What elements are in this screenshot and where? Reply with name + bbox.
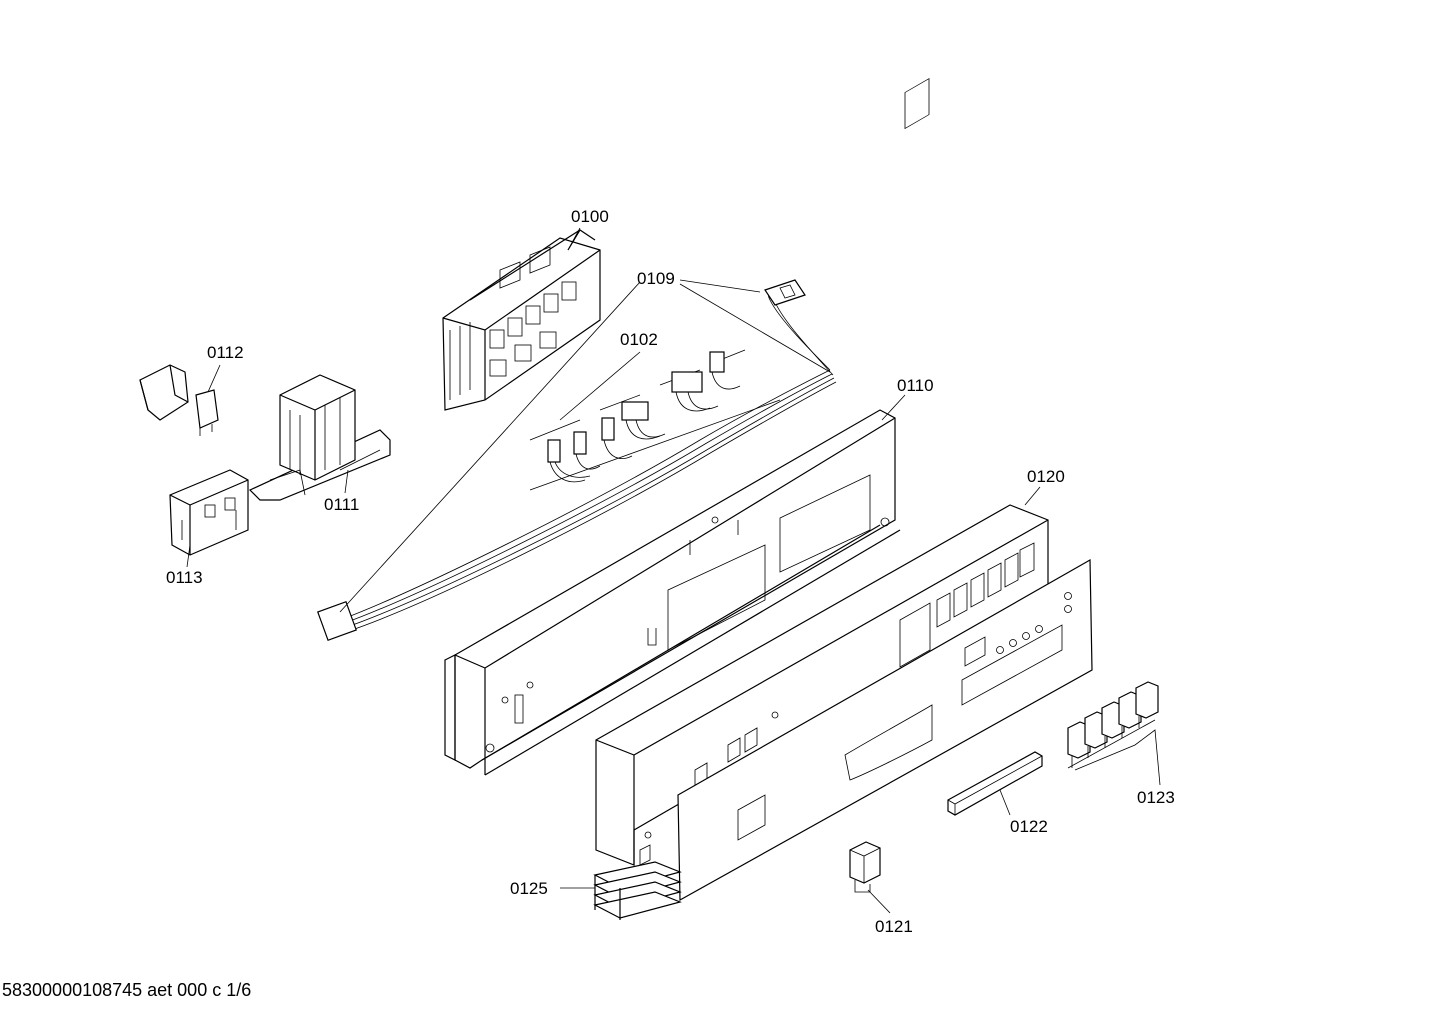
label-0100: 0100: [571, 207, 609, 226]
part-0125-sheet-stack: [593, 861, 682, 920]
part-0111-bracket: [248, 374, 391, 501]
part-0102-connector-set: [529, 349, 781, 491]
label-0111: 0111: [324, 495, 359, 514]
label-0109: 0109: [637, 269, 675, 288]
label-0125: 0125: [510, 879, 548, 898]
document-code: 58300000108745 aet 000 c 1/6: [2, 980, 252, 1000]
part-0125-facing-panel: [593, 558, 1093, 920]
label-0120: 0120: [1027, 467, 1065, 486]
label-0110: 0110: [897, 376, 934, 395]
label-0123: 0123: [1137, 788, 1175, 807]
label-0113: 0113: [166, 568, 203, 587]
part-0123-key-buttons: [1067, 681, 1159, 769]
part-0100-control-module: [442, 229, 601, 411]
label-0112: 0112: [207, 343, 244, 362]
part-0121-single-key: [849, 841, 881, 893]
part-0122-strip: [947, 751, 1043, 816]
part-0113-switch-block: [169, 469, 249, 556]
part-0112-relay-cover: [139, 364, 219, 436]
label-0122: 0122: [1010, 817, 1048, 836]
label-0102: 0102: [620, 330, 658, 349]
part-0110-inner-panel: [444, 409, 901, 776]
leader-lines: [186, 227, 1161, 914]
part-labels: 0100 0109 0102 0112 0111 0113 0110 0120 …: [166, 207, 1175, 936]
part-0109-wire-harness: [317, 279, 837, 641]
label-0121: 0121: [875, 917, 913, 936]
